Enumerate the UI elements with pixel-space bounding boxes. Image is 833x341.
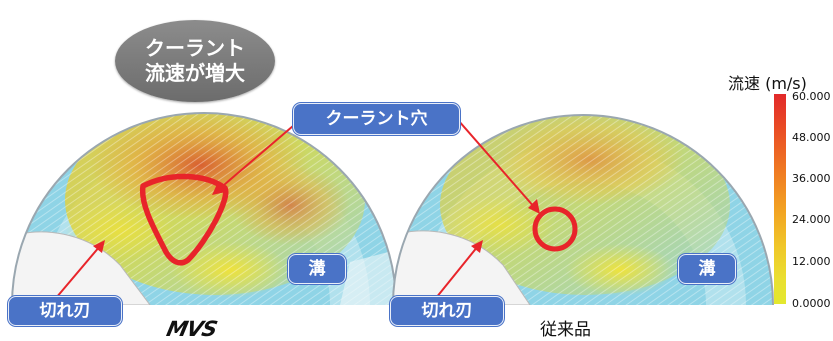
legend-tick: 12.000 (792, 255, 831, 268)
arrows (55, 119, 540, 299)
conventional-product-name: 従来品 (540, 320, 591, 340)
arrowhead-mvs-edge (93, 240, 105, 253)
callout-line-1: クーラント (145, 36, 245, 60)
arrowhead-conventional-hole (528, 199, 540, 214)
coolant-hole-label: クーラント穴 (293, 103, 460, 135)
legend-tick: 48.000 (792, 131, 831, 144)
mvs-coolant-hole-outline (139, 173, 229, 266)
arrow-to-conventional-edge (435, 245, 479, 299)
conventional-cutting-edge-label: 切れ刃 (390, 296, 504, 326)
arrowhead-conventional-edge (471, 240, 483, 253)
mvs-cutting-edge-label: 切れ刃 (8, 296, 122, 326)
conventional-coolant-hole-outline (532, 206, 578, 252)
legend-tick: 60.000 (792, 90, 831, 103)
coolant-velocity-callout: クーラント 流速が増大 (115, 20, 275, 102)
velocity-color-scale (774, 94, 786, 304)
mvs-outer-rim (11, 112, 397, 306)
arrowhead-mvs-hole (212, 182, 226, 195)
mvs-groove-label: 溝 (288, 254, 346, 284)
conventional-outer-rim (392, 114, 774, 306)
arrow-to-mvs-hole (217, 119, 301, 191)
conventional-groove-label: 溝 (678, 254, 736, 284)
legend-tick: 36.000 (792, 172, 831, 185)
mvs-product-name: MVS (164, 317, 219, 341)
legend-title: 流速 (m/s) (728, 74, 807, 93)
arrow-to-conventional-hole (457, 119, 536, 209)
callout-line-2: 流速が増大 (145, 61, 245, 85)
arrow-to-mvs-edge (55, 245, 101, 299)
legend-tick: 24.000 (792, 213, 831, 226)
legend-tick: 0.0000 (792, 297, 831, 310)
